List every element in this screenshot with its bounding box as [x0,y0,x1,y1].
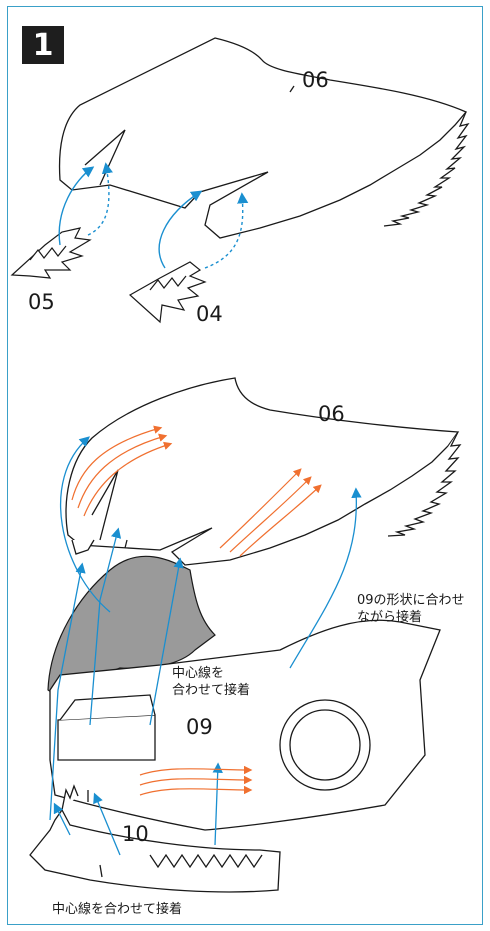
label-part-09: 09 [186,715,213,739]
note-bottom-caption: 中心線を合わせて接着 [52,902,183,917]
step-frame [7,6,483,925]
label-part-06-top: 06 [302,68,329,92]
part-09 [49,619,441,831]
label-part-04: 04 [196,302,223,326]
bottom-blue-arrows [49,436,362,856]
orange-slide-arrows [71,425,322,796]
note-align-09-line1: 09の形状に合わせ [357,593,465,608]
part-06-bottom [65,377,462,566]
label-part-10: 10 [122,822,149,846]
label-part-06-bottom: 06 [318,402,345,426]
note-center-line-line2: 合わせて接着 [172,683,251,698]
part-06-top [58,37,470,239]
note-align-09-line2: ながら接着 [357,610,423,625]
part-10 [29,784,281,893]
note-center-line-line1: 中心線を [172,666,225,681]
top-blue-arrows [58,162,249,269]
step-number-badge: 1 [22,26,64,64]
part-05 [10,227,92,279]
label-part-05: 05 [28,290,55,314]
part-04 [128,261,207,324]
